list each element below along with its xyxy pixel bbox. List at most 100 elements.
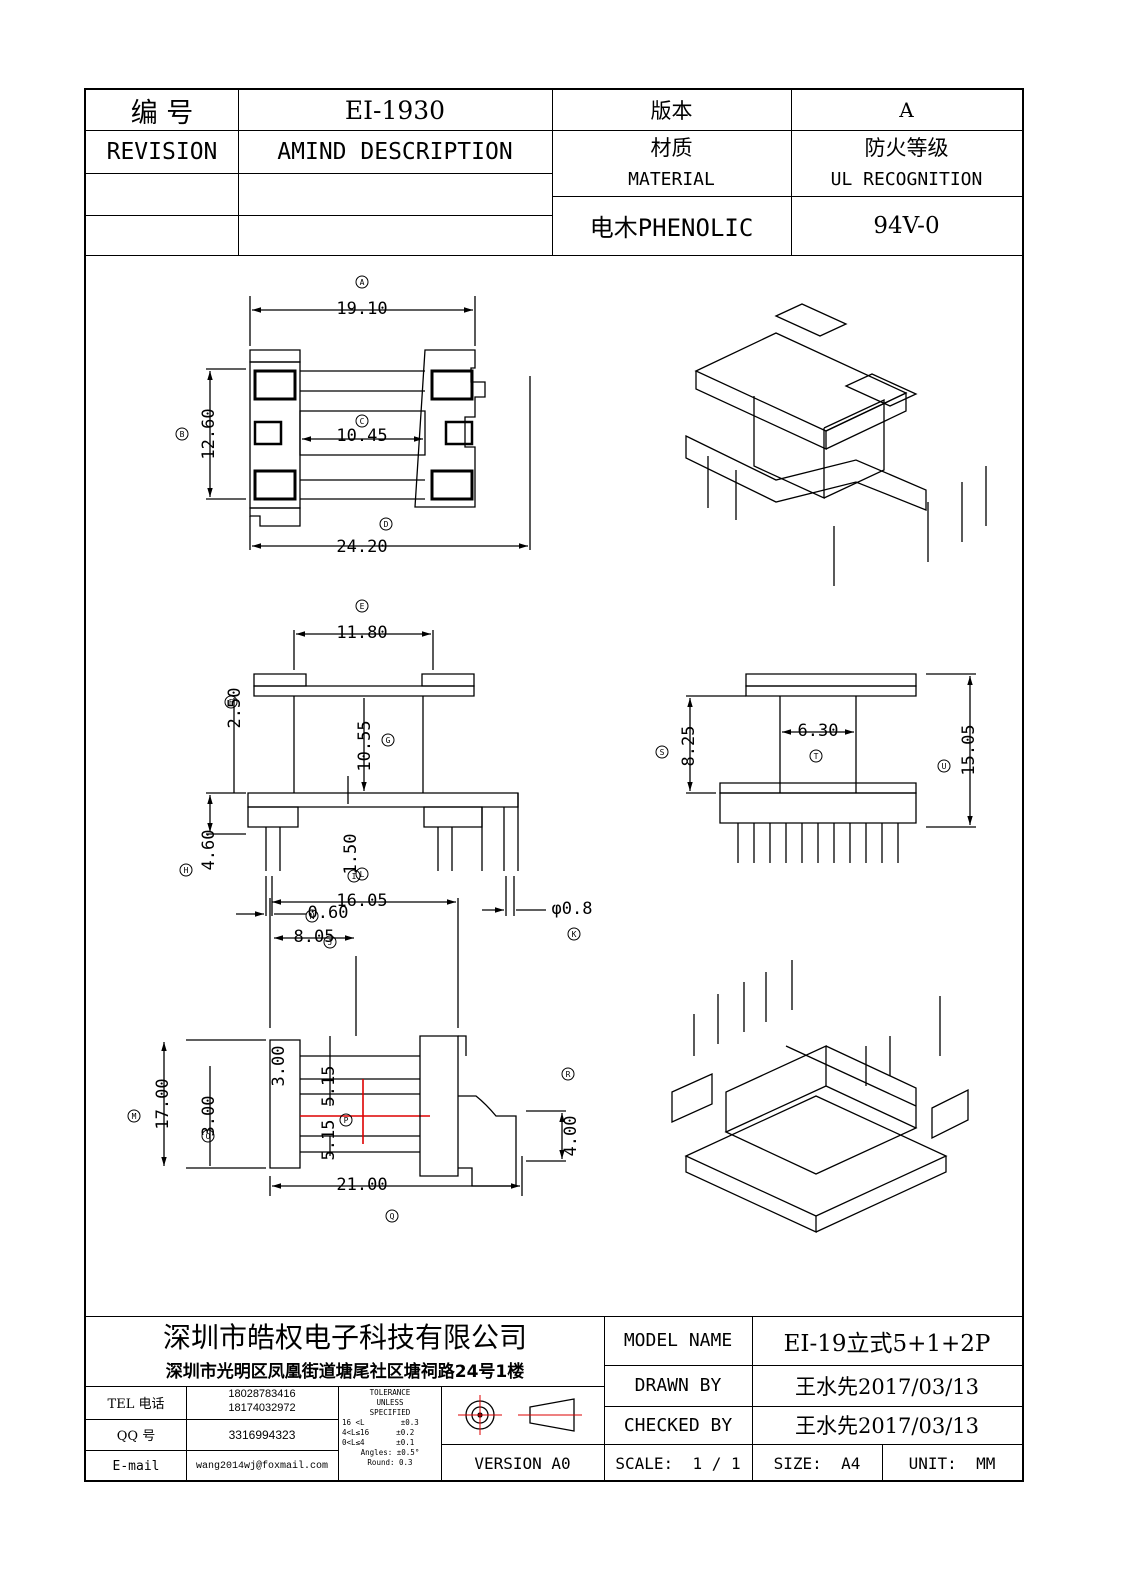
tel-values: 18028783416 18174032972 [186,1387,338,1419]
ref-circle-u: U [937,759,951,773]
svg-text:D: D [384,520,389,529]
svg-text:S: S [660,748,665,757]
svg-text:T: T [814,752,819,761]
model-value: EI-19立式5+1+2P [783,1330,991,1357]
ref-circle-q: Q [385,1209,399,1223]
code-value: EI-1930 [344,95,446,125]
ref-circle-r: R [561,1067,575,1081]
dim-o2: 3.00 [269,1046,289,1087]
tolerance-line: 4<L≤16 ±0.2 [342,1428,415,1437]
svg-text:K: K [572,930,577,939]
ref-circle-n: N [305,909,319,923]
material-label-cn: 材质 [650,136,693,160]
front-view [247,630,519,871]
code-label: 编 号 [130,97,194,129]
dim-s: 8.25 [679,726,699,767]
company-name: 深圳市皓权电子科技有限公司 [162,1321,527,1354]
company-address: 深圳市光明区凤凰街道塘尾社区塘祠路24号1楼 [165,1361,525,1382]
dim-b: 12.60 [199,408,219,459]
qq-label: QQ 号 [116,1429,156,1444]
email-value: wang2014wj@foxmail.com [195,1460,329,1472]
revision-label: REVISION [106,138,218,165]
ref-circle-d: D [379,517,393,531]
checked-label: CHECKED BY [623,1414,733,1436]
version-value: A [899,98,914,122]
dim-p1: 5.15 [319,1066,339,1107]
version-label: VERSION A0 [474,1453,571,1473]
svg-text:N: N [310,912,315,921]
ref-circle-i: I [347,869,361,883]
material-label-en: MATERIAL [628,168,715,190]
dim-c: 10.45 [336,426,387,446]
side-view [686,673,976,863]
projection-symbol-icon [458,1395,582,1435]
tolerance-line: 16 <L ±0.3 [342,1418,419,1427]
svg-text:L: L [360,870,365,879]
version-label: 版本 [650,99,693,123]
model-label: MODEL NAME [623,1330,733,1351]
svg-text:E: E [360,602,365,611]
tel-label: TEL 电话 [107,1397,165,1412]
dim-h: 4.60 [199,830,219,871]
ref-circle-b: B [175,427,189,441]
tolerance-line: TOLERANCE [369,1388,411,1397]
svg-text:C: C [360,417,365,426]
ref-circle-g: G [381,733,395,747]
scale-label: SCALE: 1 / 1 [615,1453,741,1473]
tel-1: 18028783416 [228,1388,296,1400]
svg-text:M: M [132,1112,137,1121]
dim-u: 15.05 [959,724,979,775]
dim-f: 2.50 [225,688,245,729]
svg-text:A: A [360,278,365,287]
svg-text:Q: Q [390,1212,395,1221]
checked-value: 王水先2017/03/13 [794,1414,980,1438]
dim-o: 3.00 [199,1096,219,1137]
dim-a: 19.10 [336,299,387,319]
svg-text:U: U [942,762,947,771]
fire-label-cn: 防火等级 [864,136,949,160]
ref-circle-a: A [355,275,369,289]
dim-t: 6.30 [798,721,839,741]
amind-label: AMIND DESCRIPTION [277,138,513,165]
ref-circle-c: C [355,414,369,428]
ref-circle-l: L [355,867,369,881]
isometric-view-top [685,303,987,586]
bottom-view [186,898,566,1196]
ref-circle-k: K [567,927,581,941]
qq-value: 3316994323 [228,1427,296,1442]
tolerance-line: 0<L≤4 ±0.1 [342,1438,415,1447]
ref-circle-p: P [339,1113,353,1127]
fire-label-en: UL RECOGNITION [830,168,983,190]
dim-m: 17.00 [153,1078,173,1129]
dim-d: 24.20 [336,537,387,557]
dim-k: φ0.8 [552,899,593,919]
svg-text:P: P [344,1116,349,1125]
material-value: 电木PHENOLIC [589,214,754,242]
svg-text:I: I [352,872,357,881]
dim-q: 21.00 [336,1175,387,1195]
email-label: E-mail [112,1458,160,1474]
isometric-view-bottom [671,960,969,1234]
ref-circle-t: T [809,749,823,763]
tolerance-line: Round: 0.3 [367,1458,413,1467]
svg-text:B: B [180,430,185,439]
technical-drawing: 19.10 10.45 24.20 12.60 11.80 2.50 10.55… [127,275,987,1234]
tolerance-line: SPECIFIED [369,1408,411,1417]
drawn-value: 王水先2017/03/13 [794,1374,980,1399]
unit-label: UNIT: MM [908,1453,996,1473]
tolerance-line: UNLESS [376,1398,404,1407]
svg-text:O: O [206,1132,211,1141]
tolerance-line: Angles: ±0.5° [360,1448,420,1457]
dim-l: 16.05 [336,891,387,911]
svg-text:R: R [566,1070,571,1079]
dim-i: 1.50 [341,834,361,875]
ref-circle-j: J [323,935,337,949]
ref-circle-o: O [201,1129,215,1143]
dim-r: 4.00 [561,1116,581,1157]
top-view [206,296,531,550]
svg-text:G: G [386,736,391,745]
ref-circle-s: S [655,745,669,759]
ref-circle-f: F [224,695,238,709]
dim-e: 11.80 [336,623,387,643]
dim-g: 10.55 [355,720,375,771]
